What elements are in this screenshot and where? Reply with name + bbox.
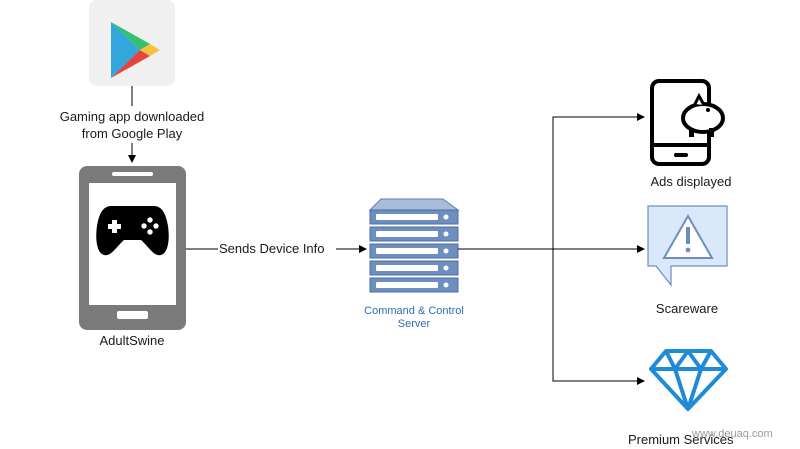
download-label-line1: Gaming app downloaded [59,109,205,124]
ads-label: Ads displayed [650,174,732,189]
server-label-line2: Server [397,318,431,330]
server-label: Command & Control Server [349,305,479,331]
download-label: Gaming app downloaded from Google Play [42,108,222,142]
watermark: www.deuaq.com [692,428,773,440]
google-play-icon [89,0,175,86]
gamepad-icon [96,206,169,256]
warning-speech-bubble-icon [647,205,728,287]
connector-fanout [458,113,645,385]
premium-label: Premium Services [628,432,734,447]
phone-piggy-bank-icon [650,79,725,166]
phone-label: AdultSwine [99,333,165,348]
server-rack-icon [368,198,460,293]
send-label: Sends Device Info [218,241,326,256]
server-label-line1: Command & Control [364,305,464,317]
diamond-icon [649,349,728,411]
download-label-line2: from Google Play [81,126,183,141]
scareware-label: Scareware [655,301,719,316]
phone-device [79,166,186,330]
